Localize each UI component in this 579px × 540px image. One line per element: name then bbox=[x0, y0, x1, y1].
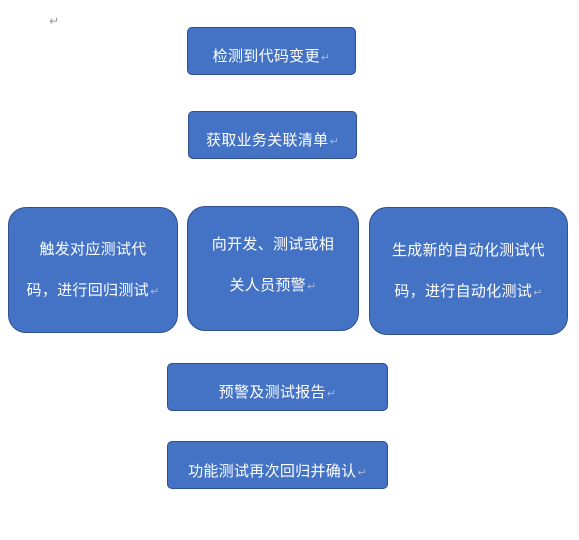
step-trigger-line-1: 触发对应测试代 bbox=[39, 239, 147, 258]
step-get-business-list: 获取业务关联清单↵ bbox=[188, 111, 357, 159]
step-generate-line-2: 码，进行自动化测试↵ bbox=[394, 281, 543, 300]
paragraph-mark-icon: ↵ bbox=[320, 50, 331, 64]
paragraph-mark-icon: ↵ bbox=[326, 386, 337, 400]
paragraph-mark-icon: ↵ bbox=[149, 284, 160, 298]
step-warn-personnel: 向开发、测试或相 关人员预警↵ bbox=[187, 206, 359, 331]
step-warning-and-test-report: 预警及测试报告↵ bbox=[167, 363, 388, 411]
step-warn-line-2: 关人员预警↵ bbox=[229, 276, 317, 294]
paragraph-mark-icon: ↵ bbox=[49, 14, 60, 28]
paragraph-mark-icon: ↵ bbox=[329, 134, 339, 148]
paragraph-mark-icon: ↵ bbox=[357, 465, 367, 479]
step-generate-automation-test: 生成新的自动化测试代 码，进行自动化测试↵ bbox=[369, 207, 568, 335]
paragraph-mark-icon: ↵ bbox=[533, 285, 543, 299]
step-detect-line-1: 检测到代码变更↵ bbox=[212, 46, 331, 65]
step-detect-code-change: 检测到代码变更↵ bbox=[187, 27, 356, 75]
step-regression-and-confirm: 功能测试再次回归并确认↵ bbox=[167, 441, 388, 489]
step-trigger-regression-test: 触发对应测试代 码，进行回归测试↵ bbox=[8, 207, 178, 333]
step-confirm-line-1: 功能测试再次回归并确认↵ bbox=[188, 461, 367, 480]
step-list-line-1: 获取业务关联清单↵ bbox=[206, 130, 339, 149]
step-generate-line-1: 生成新的自动化测试代 bbox=[391, 240, 545, 259]
paragraph-mark-icon: ↵ bbox=[306, 280, 317, 293]
step-trigger-line-2: 码，进行回归测试↵ bbox=[26, 280, 160, 299]
step-warn-line-1: 向开发、测试或相 bbox=[211, 235, 335, 253]
step-report-line-1: 预警及测试报告↵ bbox=[218, 382, 337, 401]
